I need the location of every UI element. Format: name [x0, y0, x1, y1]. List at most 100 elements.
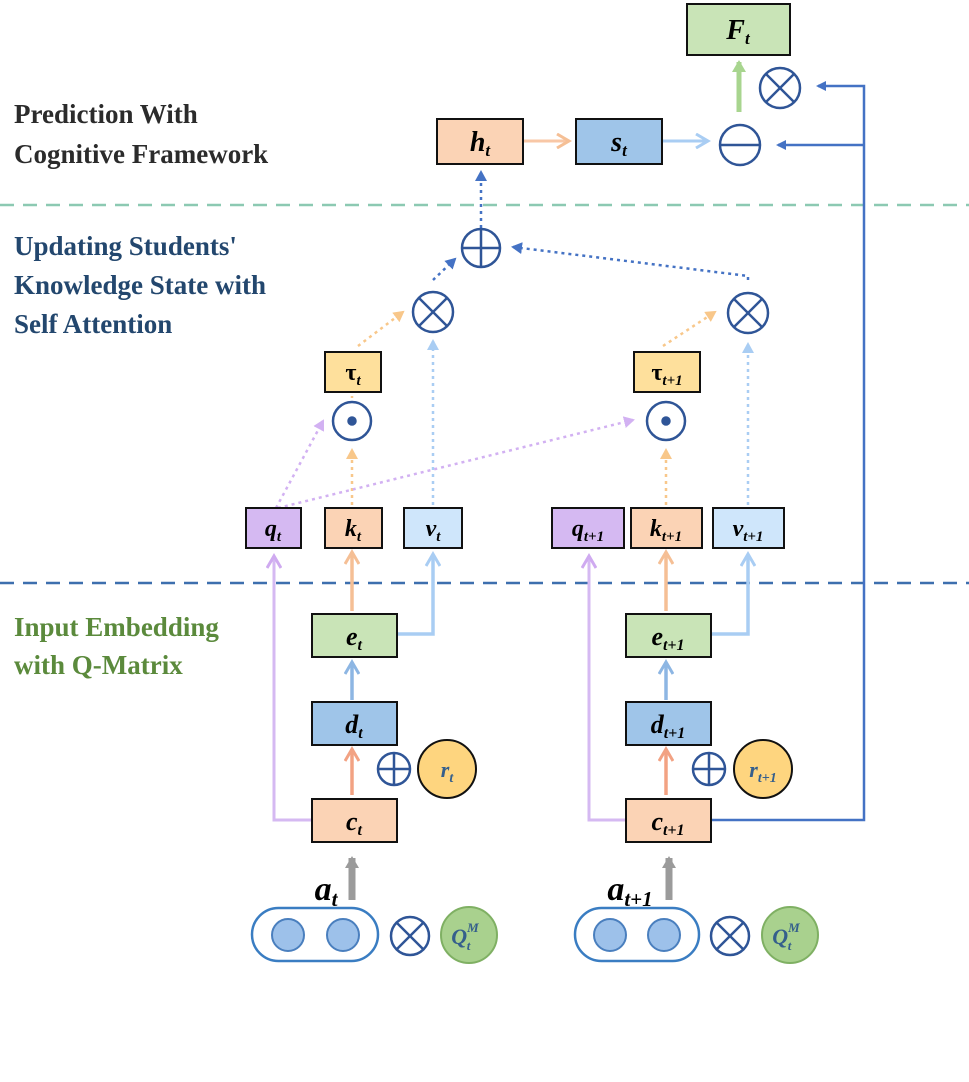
- node-k-t1-sub: t+1: [662, 529, 682, 545]
- node-tau-t-sub: t: [356, 373, 361, 389]
- node-e-t: et: [311, 613, 398, 658]
- node-r-t1-sub: t+1: [758, 771, 777, 786]
- node-s-sub: t: [622, 141, 628, 160]
- arrow-c-t-to-q-t: [274, 557, 312, 822]
- node-F: Ft: [686, 3, 791, 56]
- arrow-q-t-to-odot-t: [274, 419, 325, 509]
- node-c-t-sub: t: [358, 822, 363, 839]
- node-r-t: rt: [417, 739, 477, 799]
- svg-text:ct: ct: [346, 807, 363, 839]
- node-e-t-sub: t: [358, 637, 363, 654]
- node-F-base: F: [725, 15, 745, 46]
- updating-title-line2: Knowledge State with: [14, 270, 266, 300]
- node-e-t1-sub: t+1: [663, 637, 685, 654]
- node-tau-t1-base: τ: [651, 360, 662, 386]
- svg-text:et+1: et+1: [651, 622, 684, 654]
- node-F-sub: t: [745, 29, 751, 48]
- svg-text:Ft: Ft: [725, 15, 751, 48]
- node-e-t1-base: e: [651, 622, 663, 651]
- node-Q-right-sup: M: [787, 920, 800, 935]
- node-tau-t1: τt+1: [633, 351, 701, 393]
- node-r-t-base: r: [441, 757, 450, 782]
- arrow-otimes-right-to-oplus: [511, 242, 750, 280]
- node-Q-left-sup: M: [466, 920, 479, 935]
- label-a-t1-base: a: [607, 871, 624, 908]
- svg-text:vt+1: vt+1: [733, 516, 764, 545]
- arrow-tau-t-to-otimes: [357, 310, 405, 347]
- otimes-icon-right: [726, 291, 770, 335]
- oplus-icon-right: [691, 751, 727, 787]
- node-r-t1-base: r: [749, 757, 758, 782]
- node-q-t1-sub: t+1: [584, 529, 604, 545]
- node-d-t-base: d: [345, 710, 359, 739]
- node-r-t-sub: t: [449, 771, 454, 786]
- svg-text:kt: kt: [345, 516, 362, 545]
- input-title-line1: Input Embedding: [14, 612, 219, 642]
- label-a-t: at: [315, 871, 339, 911]
- arrow-q-t-to-odot-t1: [277, 416, 635, 510]
- otimes-icon-top: [758, 66, 802, 110]
- prediction-title-line1: Prediction With: [14, 99, 198, 129]
- node-v-t: vt: [403, 507, 463, 549]
- node-e-t1: et+1: [625, 613, 712, 658]
- ominus-icon: [718, 123, 762, 167]
- node-d-t1-base: d: [651, 710, 665, 739]
- node-v-t-base: v: [426, 516, 437, 542]
- node-v-t1-sub: t+1: [743, 529, 763, 545]
- odot-icon-right: [645, 400, 687, 442]
- oplus-icon-top: [460, 227, 502, 269]
- node-q-t1-base: q: [572, 516, 584, 542]
- node-k-t-base: k: [345, 516, 357, 542]
- svg-text:st: st: [610, 127, 628, 160]
- prediction-title-line2: Cognitive Framework: [14, 139, 268, 169]
- svg-text:dt: dt: [345, 710, 363, 742]
- node-s-base: s: [610, 127, 622, 158]
- svg-text:τt: τt: [345, 360, 361, 389]
- odot-icon-left: [331, 400, 373, 442]
- node-q-t: qt: [245, 507, 302, 549]
- node-q-t-sub: t: [277, 529, 282, 545]
- node-s: st: [575, 118, 663, 165]
- input-title-line2: with Q-Matrix: [14, 650, 183, 680]
- svg-text:QMt: QMt: [772, 920, 800, 953]
- updating-title-line1: Updating Students': [14, 231, 237, 261]
- node-c-t1-base: c: [651, 807, 663, 836]
- node-tau-t1-sub: t+1: [662, 373, 682, 389]
- node-d-t1: dt+1: [625, 701, 712, 746]
- node-k-t1-base: k: [650, 516, 662, 542]
- node-c-t: ct: [311, 798, 398, 843]
- node-r-t1: rt+1: [733, 739, 793, 799]
- svg-text:qt: qt: [265, 516, 282, 545]
- node-d-t-sub: t: [358, 725, 363, 742]
- svg-text:rt: rt: [441, 757, 455, 786]
- arrow-e-t-to-v-t: [397, 555, 433, 636]
- node-h: ht: [436, 118, 524, 165]
- node-h-base: h: [470, 127, 486, 158]
- label-a-t-base: a: [315, 871, 332, 908]
- input-pill-left: [250, 906, 380, 963]
- node-d-t: dt: [311, 701, 398, 746]
- svg-text:ht: ht: [470, 127, 492, 160]
- node-k-t: kt: [324, 507, 383, 549]
- node-k-t-sub: t: [357, 529, 362, 545]
- label-a-t-sub: t: [332, 887, 339, 911]
- svg-text:vt: vt: [426, 516, 442, 545]
- svg-text:qt+1: qt+1: [572, 516, 604, 545]
- arrow-c-t1-to-q-t1: [589, 557, 626, 822]
- node-c-t1-sub: t+1: [663, 822, 685, 839]
- node-h-sub: t: [485, 141, 491, 160]
- node-Q-left-base: Q: [451, 924, 467, 949]
- svg-text:dt+1: dt+1: [651, 710, 686, 742]
- connector-c-to-otimes: [711, 81, 866, 822]
- input-pill-right: [573, 906, 701, 963]
- node-c-t-base: c: [346, 807, 358, 836]
- node-tau-t-base: τ: [345, 360, 356, 386]
- svg-text:rt+1: rt+1: [749, 757, 776, 786]
- node-d-t1-sub: t+1: [664, 725, 686, 742]
- node-Q-right-base: Q: [772, 924, 788, 949]
- svg-text:τt+1: τt+1: [651, 360, 682, 389]
- otimes-icon-left: [411, 290, 455, 334]
- arrow-tau-t1-to-otimes: [662, 310, 717, 348]
- node-k-t1: kt+1: [630, 507, 703, 549]
